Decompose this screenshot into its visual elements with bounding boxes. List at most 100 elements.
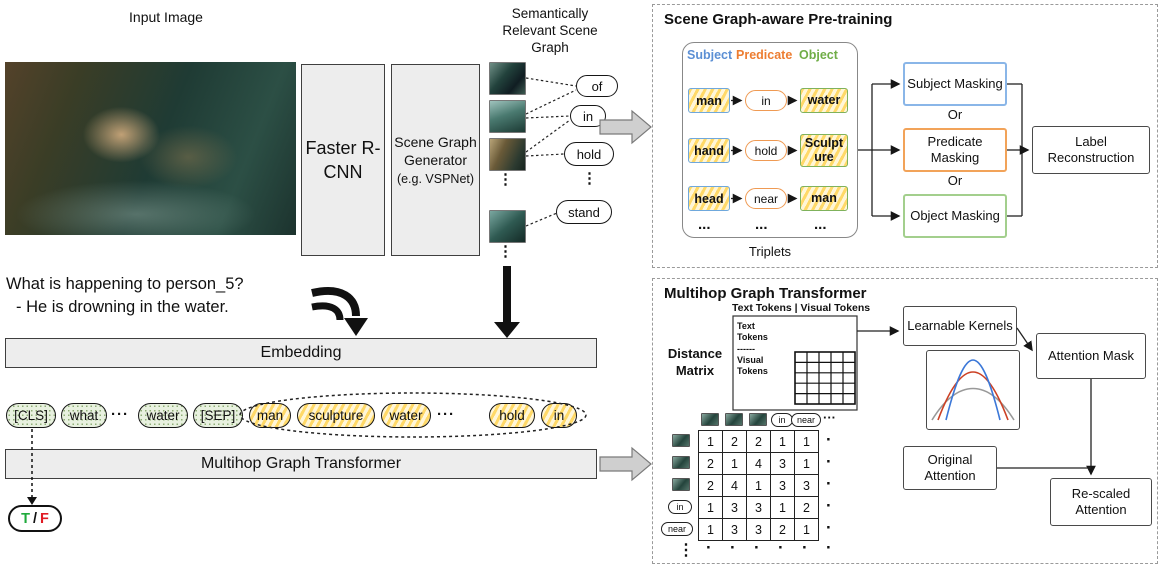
- region-thumbnail: [489, 62, 526, 95]
- multihop-title: Multihop Graph Transformer: [664, 285, 867, 302]
- matrix-cont-dot: ·: [778, 538, 784, 557]
- edge-of: of: [576, 75, 618, 97]
- subject-masking-box: Subject Masking: [903, 62, 1007, 106]
- img-icon: [749, 413, 767, 426]
- distance-cell: 3: [722, 496, 747, 519]
- thumbnail-ellipsis: ⋮: [498, 171, 513, 188]
- sgg-subtitle: (e.g. VSPNet): [396, 172, 475, 187]
- region-thumbnail: [489, 210, 526, 243]
- matrix-cont-dot: ·: [826, 452, 832, 471]
- edge-in: in: [570, 105, 606, 127]
- sketch-row-tokens: Tokens: [737, 332, 768, 343]
- token-cls: [CLS]: [6, 403, 56, 428]
- or-label: Or: [947, 107, 963, 122]
- row-header-near: near: [661, 522, 693, 536]
- triplet-subject: hand: [688, 138, 730, 163]
- false-label: F: [40, 510, 49, 527]
- distance-matrix-table: 1 2 2 1 1 2 1 4 3 1 2 4 1 3 3 1 3 3 1 2: [698, 430, 819, 541]
- kernel-curves-box: [926, 350, 1020, 430]
- question-text: What is happening to person_5?: [6, 275, 244, 293]
- edge-stand: stand: [556, 200, 612, 224]
- matrix-cont-dot: ·: [826, 430, 832, 449]
- triplet-subject: man: [688, 88, 730, 113]
- matrix-cont-dot: ·: [706, 538, 712, 557]
- triplet-object: Sculpture: [800, 134, 848, 167]
- distance-cell: 3: [794, 474, 819, 497]
- matrix-cont-dot: ·: [730, 538, 736, 557]
- distance-cell: 3: [770, 474, 795, 497]
- triplet-subject: head: [688, 186, 730, 211]
- token-ellipsis: ···: [111, 406, 129, 423]
- triplet-object: man: [800, 186, 848, 211]
- sketch-row-visual: Visual: [737, 354, 764, 365]
- attention-mask-box: Attention Mask: [1036, 333, 1146, 379]
- distance-cell: 2: [746, 430, 771, 453]
- rescaled-attention-box: Re-scaled Attention: [1050, 478, 1152, 526]
- answer-text: - He is drowning in the water.: [16, 298, 229, 316]
- distance-cell: 1: [770, 496, 795, 519]
- distance-cell: 2: [722, 430, 747, 453]
- triplet-ellipsis: ...: [814, 216, 827, 233]
- matrix-cont-dot: ·: [802, 538, 808, 557]
- sketch-row-text: Text: [737, 321, 755, 331]
- triplet-ellipsis: ...: [698, 216, 711, 233]
- token-man: man: [249, 403, 291, 428]
- learnable-kernels-box: Learnable Kernels: [903, 306, 1017, 346]
- input-image: [5, 62, 296, 235]
- img-icon: [672, 456, 690, 469]
- edge-hold: hold: [564, 142, 614, 166]
- token-sep: [SEP]: [193, 403, 243, 428]
- matrix-cont-dot: ·: [826, 538, 832, 557]
- token-hold: hold: [489, 403, 535, 428]
- col-header-near: near: [791, 413, 821, 427]
- col-header-in: in: [771, 413, 793, 427]
- or-label: Or: [947, 173, 963, 188]
- thumbnail-ellipsis: ⋮: [498, 243, 513, 260]
- true-false-output: T / F: [8, 505, 62, 532]
- triplet-predicate: near: [745, 188, 787, 209]
- scene-graph-label: Semantically Relevant Scene Graph: [502, 6, 598, 55]
- original-attention-box: Original Attention: [903, 446, 997, 490]
- distance-cell: 1: [722, 452, 747, 475]
- token-in: in: [541, 403, 577, 428]
- predicate-masking-box: Predicate Masking: [903, 128, 1007, 172]
- token-what: what: [61, 403, 107, 428]
- distance-cell: 1: [746, 474, 771, 497]
- token-water: water: [138, 403, 188, 428]
- region-thumbnail: [489, 138, 526, 171]
- distance-cell: 1: [794, 452, 819, 475]
- distance-cell: 4: [722, 474, 747, 497]
- distance-cell: 1: [770, 430, 795, 453]
- distance-cell: 3: [770, 452, 795, 475]
- distance-cell: 2: [698, 452, 723, 475]
- pretraining-title: Scene Graph-aware Pre-training: [664, 11, 893, 28]
- distance-cell: 1: [698, 518, 723, 541]
- multihop-transformer-bar: Multihop Graph Transformer: [5, 449, 597, 479]
- input-image-label: Input Image: [129, 9, 203, 25]
- triplet-object: water: [800, 88, 848, 113]
- img-icon: [725, 413, 743, 426]
- distance-cell: 3: [746, 496, 771, 519]
- object-masking-box: Object Masking: [903, 194, 1007, 238]
- token-ellipsis: ···: [437, 406, 455, 423]
- distance-cell: 1: [794, 430, 819, 453]
- predicate-header: Predicate: [736, 48, 793, 62]
- tokens-header: Text Tokens | Visual Tokens: [732, 302, 871, 314]
- triplet-predicate: hold: [745, 140, 787, 161]
- scene-graph-generator-box: Scene Graph Generator (e.g. VSPNet): [391, 64, 480, 256]
- true-label: T: [21, 510, 30, 527]
- question-to-embedding-arrow: [311, 287, 368, 336]
- triplet-ellipsis: ...: [755, 216, 768, 233]
- distance-cell: 2: [698, 474, 723, 497]
- sgg-title: Scene Graph Generator: [394, 133, 477, 168]
- token-water-graph: water: [381, 403, 431, 428]
- object-header: Object: [799, 48, 838, 62]
- triplet-predicate: in: [745, 90, 787, 111]
- sketch-row-tokens2: Tokens: [737, 366, 768, 376]
- distance-cell: 3: [746, 518, 771, 541]
- distance-cell: 1: [698, 496, 723, 519]
- edge-ellipsis: ⋮: [582, 170, 597, 187]
- faster-rcnn-box: Faster R-CNN: [301, 64, 385, 256]
- sketch-row-dashes: ------: [737, 343, 755, 354]
